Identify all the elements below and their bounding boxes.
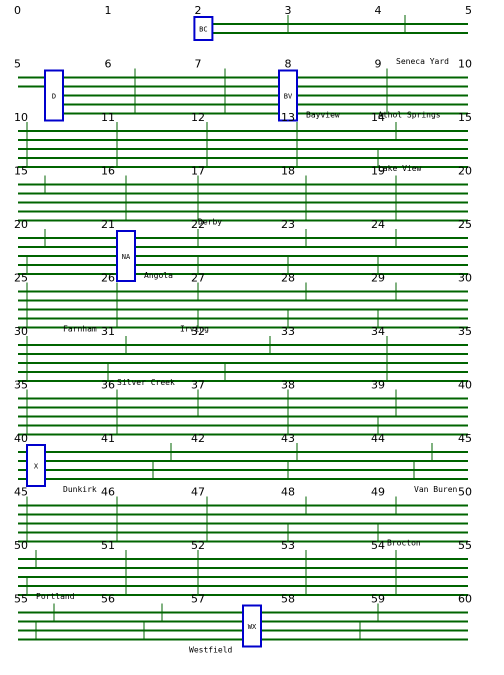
milepost-label: 20 [458,165,472,178]
milepost-label: 2 [195,4,202,17]
milepost-label: 15 [458,111,472,124]
milepost-label: 30 [14,325,28,338]
milepost-label: 39 [371,379,385,392]
tower-label: D [52,93,56,101]
milepost-label: 7 [195,58,202,71]
milepost-label: 24 [371,218,385,231]
milepost-label: 4 [375,4,382,17]
milepost-label: 40 [14,432,28,445]
milepost-label: 29 [371,272,385,285]
milepost-label: 13 [281,111,295,124]
station-label: Portland [36,592,75,601]
tower-box [193,16,214,41]
milepost-label: 6 [105,58,112,71]
milepost-label: 21 [101,218,115,231]
milepost-label: 9 [375,58,382,71]
milepost-label: 22 [191,218,205,231]
milepost-label: 0 [14,4,21,17]
milepost-label: 14 [371,111,385,124]
tower-box [44,69,64,122]
milepost-label: 46 [101,486,115,499]
milepost-label: 12 [191,111,205,124]
milepost-label: 33 [281,325,295,338]
milepost-label: 50 [14,539,28,552]
milepost-label: 54 [371,539,385,552]
station-label: Farnham [63,325,97,334]
milepost-label: 20 [14,218,28,231]
milepost-label: 26 [101,272,115,285]
milepost-label: 58 [281,593,295,606]
milepost-label: 23 [281,218,295,231]
tower-label: X [34,463,39,471]
milepost-label: 42 [191,432,205,445]
milepost-label: 59 [371,593,385,606]
milepost-label: 19 [371,165,385,178]
milepost-label: 34 [371,325,385,338]
tower-box [116,230,136,282]
milepost-label: 5 [14,58,21,71]
milepost-label: 35 [458,325,472,338]
milepost-label: 10 [14,111,28,124]
milepost-label: 45 [14,486,28,499]
milepost-label: 10 [458,58,472,71]
station-label: Derby [198,218,222,227]
milepost-label: 3 [285,4,292,17]
station-label: Angola [144,271,173,280]
milepost-label: 15 [14,165,28,178]
milepost-label: 43 [281,432,295,445]
milepost-label: 27 [191,272,205,285]
milepost-label: 40 [458,379,472,392]
milepost-label: 56 [101,593,115,606]
station-label: Dunkirk [63,485,97,494]
milepost-label: 52 [191,539,205,552]
tower-box [242,604,262,648]
milepost-label: 25 [14,272,28,285]
milepost-label: 55 [14,593,28,606]
milepost-label: 45 [458,432,472,445]
station-label: Irving [180,325,209,334]
milepost-label: 50 [458,486,472,499]
milepost-label: 31 [101,325,115,338]
station-label: Athol Springs [378,111,441,120]
milepost-label: 30 [458,272,472,285]
tower-label: WX [248,623,257,631]
milepost-label: 48 [281,486,295,499]
milepost-label: 36 [101,379,115,392]
milepost-label: 11 [101,111,115,124]
milepost-label: 35 [14,379,28,392]
milepost-label: 18 [281,165,295,178]
station-label: Lake View [378,164,422,173]
milepost-label: 53 [281,539,295,552]
station-label: Westfield [189,646,233,655]
milepost-label: 8 [285,58,292,71]
milepost-label: 37 [191,379,205,392]
milepost-label: 44 [371,432,385,445]
milepost-label: 41 [101,432,115,445]
station-label: Bayview [306,111,340,120]
milepost-label: 17 [191,165,205,178]
tower-box [278,69,298,122]
milepost-label: 49 [371,486,385,499]
milepost-label: 5 [465,4,472,17]
milepost-label: 57 [191,593,205,606]
milepost-label: 25 [458,218,472,231]
milepost-label: 55 [458,539,472,552]
tower-label: BC [199,26,207,34]
tower-label: BV [284,93,293,101]
tower-label: NA [122,253,131,261]
milepost-label: 28 [281,272,295,285]
station-label: Van Buren [414,485,458,494]
station-label: Silver Creek [117,378,175,387]
station-label: Seneca Yard [396,57,449,66]
milepost-label: 16 [101,165,115,178]
tower-box [26,444,46,487]
milepost-label: 38 [281,379,295,392]
milepost-label: 47 [191,486,205,499]
milepost-label: 51 [101,539,115,552]
milepost-label: 60 [458,593,472,606]
milepost-label: 1 [105,4,112,17]
milepost-label: 32 [191,325,205,338]
station-label: Brocton [387,539,421,548]
